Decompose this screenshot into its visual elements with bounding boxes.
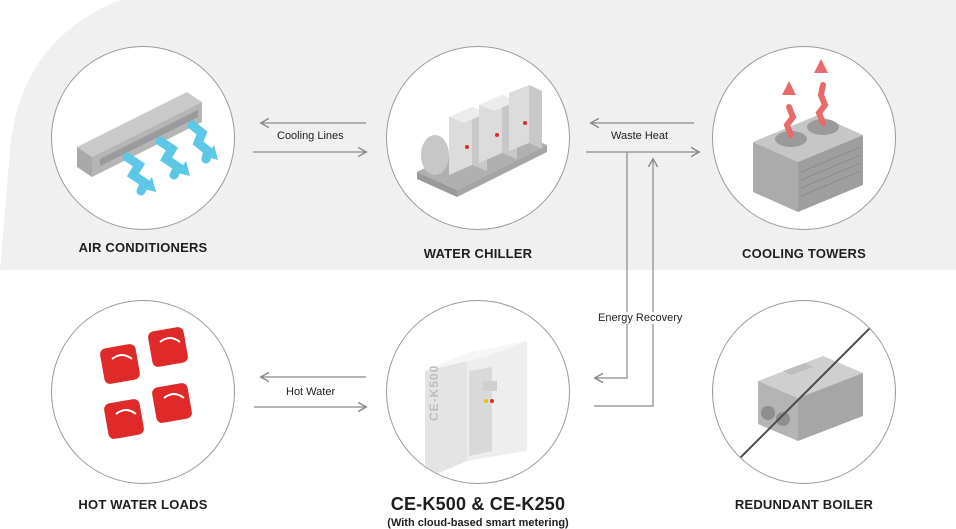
cooling-tower-icon: [753, 59, 863, 212]
water-chiller-node: [386, 46, 570, 230]
hot-water-loads-label: HOT WATER LOADS: [78, 497, 208, 512]
hot-water-loads-node: [51, 300, 235, 484]
boiler-icon: [713, 301, 895, 483]
unit-side-text: CE-K500: [427, 364, 441, 421]
waste-heat-label: Waste Heat: [611, 130, 669, 142]
ce-k500-unit-icon: [425, 341, 527, 479]
redundant-boiler-node: [712, 300, 896, 484]
cooling-towers-node: [712, 46, 896, 230]
air-conditioners-label: AIR CONDITIONERS: [78, 240, 208, 255]
ce-k500-node: CE-K500: [386, 300, 570, 484]
hot-water-label: Hot Water: [286, 386, 336, 398]
cooling-towers-label: COOLING TOWERS: [742, 246, 866, 261]
ce-k500-label: CE-K500 & CE-K250: [390, 494, 566, 514]
air-conditioner-icon: [77, 92, 218, 196]
energy-recovery-down: [596, 152, 628, 378]
water-chiller-label: WATER CHILLER: [423, 246, 533, 261]
energy-recovery-up: [594, 160, 653, 407]
shower-icons: [100, 327, 192, 439]
redundant-boiler-label: REDUNDANT BOILER: [734, 497, 874, 512]
energy-recovery-label: Energy Recovery: [596, 312, 685, 324]
air-conditioner-node: [51, 46, 235, 230]
cooling-lines-label: Cooling Lines: [277, 130, 344, 142]
water-chiller-icon: [417, 85, 547, 197]
ce-k500-sublabel: (With cloud-based smart metering): [387, 517, 569, 529]
